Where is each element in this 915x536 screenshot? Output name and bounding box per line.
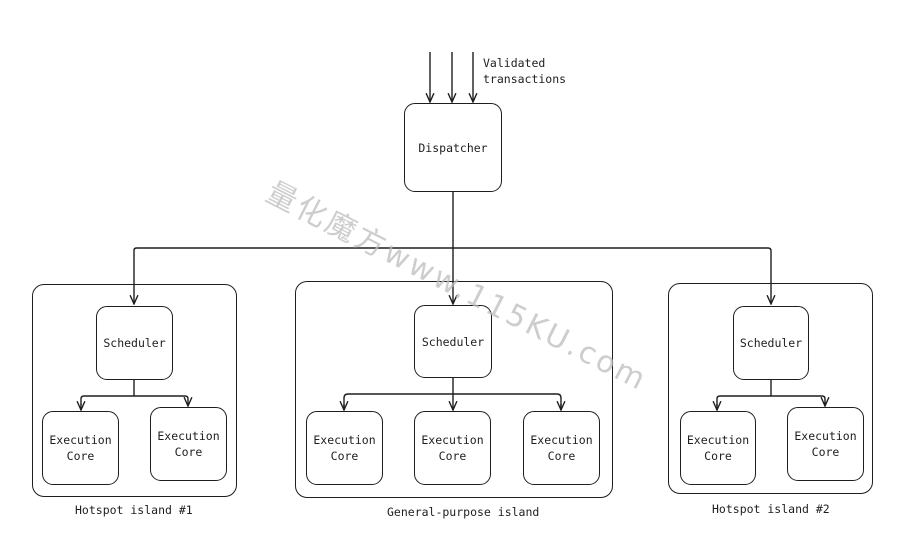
general-purpose-island-label: General-purpose island [387,505,540,519]
execution-core-label: Execution Core [49,433,112,463]
general-purpose-island [295,281,613,498]
execution-core-island-1-b[interactable]: Execution Core [150,407,227,481]
scheduler-box-island-3[interactable]: Scheduler [733,306,809,380]
execution-core-island-2-b[interactable]: Execution Core [414,411,491,485]
scheduler-label: Scheduler [103,336,166,350]
dispatcher-label: Dispatcher [418,140,488,155]
execution-core-island-3-a[interactable]: Execution Core [680,411,756,485]
execution-core-island-3-b[interactable]: Execution Core [787,407,864,481]
execution-core-island-1-a[interactable]: Execution Core [42,411,119,485]
execution-core-label: Execution Core [530,433,593,463]
execution-core-island-2-a[interactable]: Execution Core [306,411,383,485]
hotspot-island-1-label: Hotspot island #1 [75,503,193,517]
execution-core-label: Execution Core [157,429,220,459]
validated-transactions-label: Validated transactions [483,56,567,86]
dispatcher-box[interactable]: Dispatcher [404,103,502,192]
execution-core-label: Execution Core [421,433,484,463]
scheduler-box-island-1[interactable]: Scheduler [96,306,173,380]
hotspot-island-2 [668,283,873,494]
hotspot-island-2-label: Hotspot island #2 [712,502,830,516]
execution-core-island-2-c[interactable]: Execution Core [523,411,600,485]
scheduler-box-island-2[interactable]: Scheduler [414,305,492,378]
scheduler-label: Scheduler [739,336,803,350]
execution-core-label: Execution Core [313,433,376,463]
hotspot-island-1 [32,284,237,497]
execution-core-label: Execution Core [686,433,750,463]
scheduler-label: Scheduler [421,334,485,349]
execution-core-label: Execution Core [794,429,857,459]
